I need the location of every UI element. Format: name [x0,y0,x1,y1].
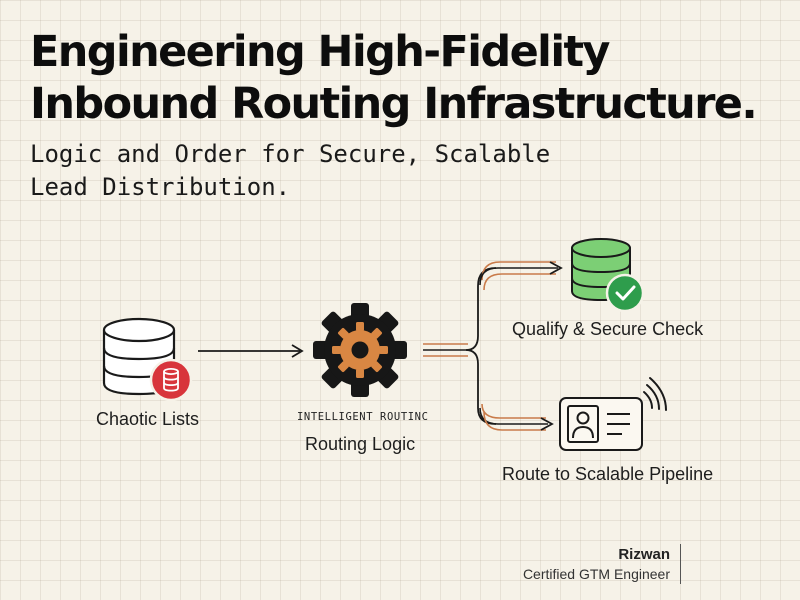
subtitle-line-2: Lead Distribution. [30,173,291,201]
subtitle-line-1: Logic and Order for Secure, Scalable [30,140,551,168]
id-card-signal-icon [559,377,667,451]
page-title: Engineering High-Fidelity Inbound Routin… [30,26,758,130]
pipeline-branch-arrow [479,403,554,431]
source-node-label: Chaotic Lists [96,409,200,429]
split-brace [465,267,497,425]
pipeline-node-label: Route to Scalable Pipeline [502,464,714,484]
router-tag-label: INTELLIGENT ROUTINC [297,411,429,423]
router-output-lines [423,343,470,357]
signature-role: Certified GTM Engineer [522,566,670,582]
signature-divider [680,544,681,584]
qualify-node-label: Qualify & Secure Check [512,319,704,339]
page-subtitle: Logic and Order for Secure, Scalable Lea… [30,138,550,204]
title-line-1: Engineering High-Fidelity [30,27,610,77]
qualify-branch-arrow [479,261,563,291]
source-to-router-arrow [198,344,304,358]
gear-icon [313,303,407,397]
signature-name: Rizwan [618,546,670,563]
title-line-2: Inbound Routing Infrastructure. [30,79,758,129]
router-node-label: Routing Logic [305,434,416,454]
red-database-badge-icon [149,358,193,402]
database-check-icon [571,238,645,313]
